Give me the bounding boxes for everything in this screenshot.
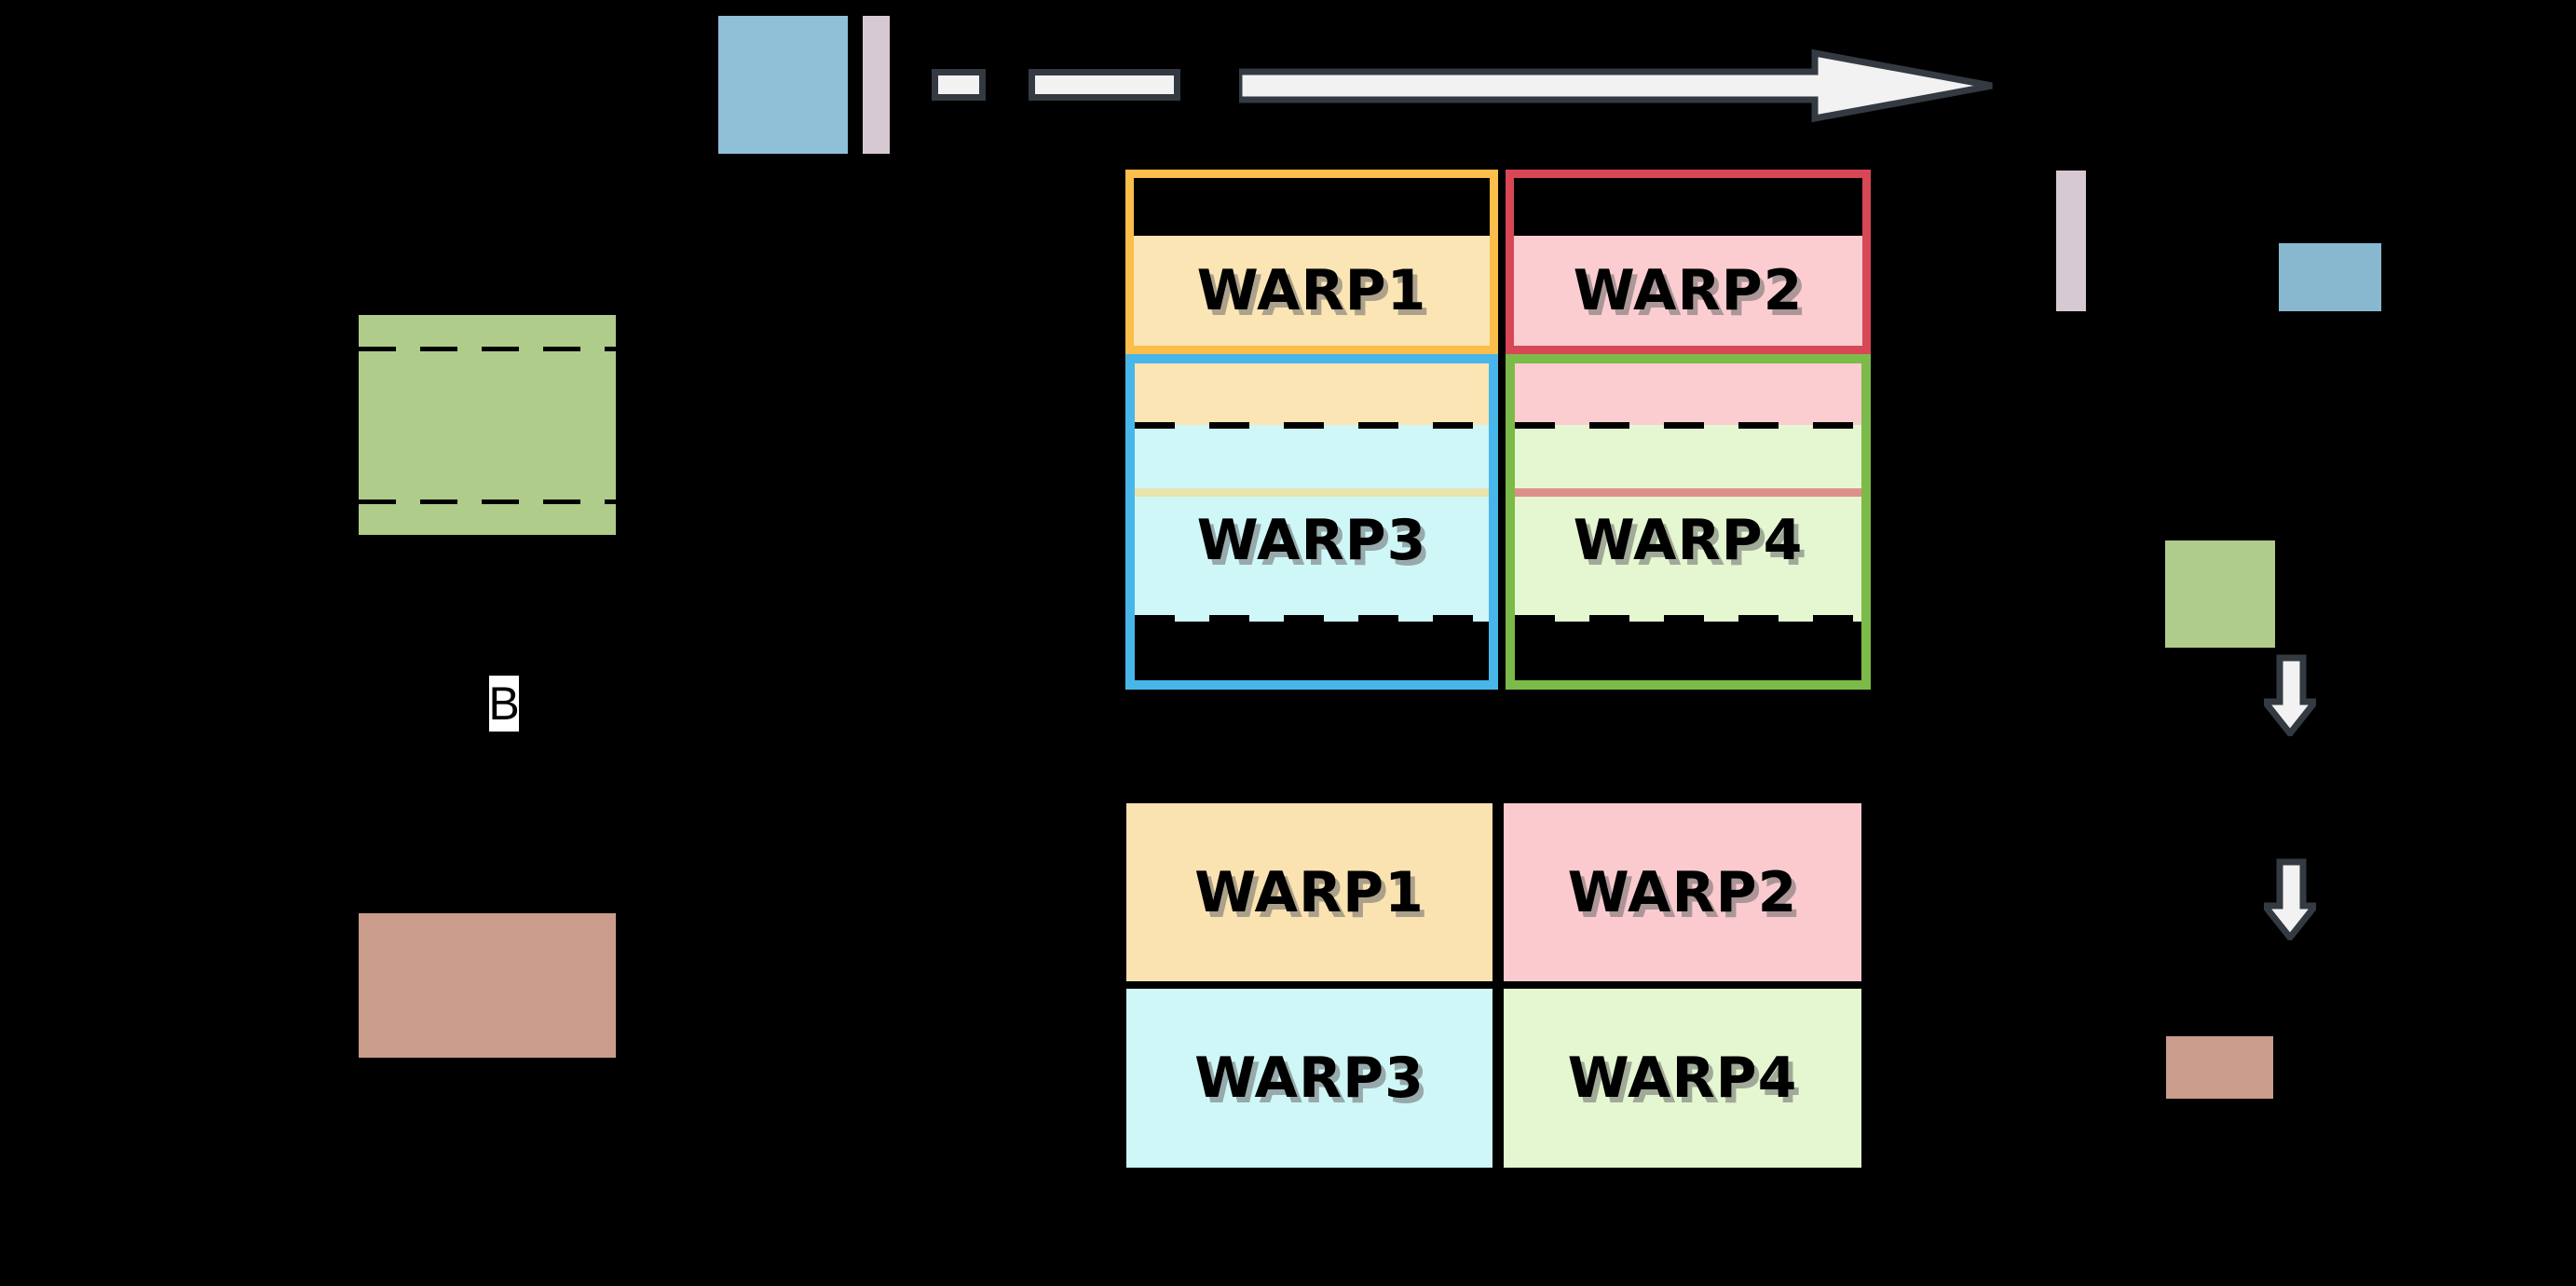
warp1-label-top: WARP1 (1196, 258, 1427, 323)
warp2-computed-fill: WARP2 (1514, 236, 1862, 346)
green-tile-right (2165, 540, 2275, 648)
brown-result-block-right (2166, 1036, 2273, 1099)
right-arrow-icon (1239, 47, 1998, 125)
warp4-dashed-cut-bottom (1515, 615, 1861, 622)
warp1-result-cell: WARP1 (1126, 803, 1492, 981)
warp3-carryover-strip (1135, 363, 1489, 425)
warp4-label-bottom: WARP4 (1567, 1046, 1798, 1111)
cut-line-top (359, 347, 616, 351)
green-operand-block (359, 315, 616, 535)
cut-line-bottom (359, 499, 616, 504)
down-arrow-icon-2 (2264, 858, 2316, 940)
warp3-result-cell: WARP3 (1126, 989, 1492, 1168)
warp1-label-bottom: WARP1 (1194, 859, 1424, 925)
warp4-result-cell: WARP4 (1504, 989, 1861, 1168)
warp3-dashed-cut-top (1135, 422, 1489, 429)
warp4-tile-box: WARP4 (1506, 354, 1871, 690)
warp2-label-bottom: WARP2 (1567, 859, 1798, 925)
warp4-label-top: WARP4 (1573, 507, 1804, 573)
warp4-carryover-strip (1515, 363, 1861, 425)
blue-tile-top (718, 16, 848, 154)
blue-tile-right (2279, 243, 2381, 311)
matrix-b-text: B (488, 677, 520, 730)
arrow-dash-segment-1 (932, 69, 986, 101)
warp4-computed-fill: WARP4 (1515, 425, 1861, 622)
warp2-tile-box: WARP2 (1506, 170, 1871, 354)
warp4-accent-line (1515, 488, 1861, 497)
warp3-tile-box: WARP3 (1125, 354, 1498, 690)
warp3-accent-line (1135, 488, 1489, 497)
brown-result-block-left (359, 913, 616, 1058)
warp3-label-top: WARP3 (1196, 507, 1427, 573)
arrow-dash-segment-2 (1029, 69, 1180, 101)
pink-sliver-right (2056, 171, 2086, 311)
warp2-label-top: WARP2 (1573, 258, 1804, 323)
matrix-b-label: B (488, 676, 520, 732)
warp3-label-bottom: WARP3 (1194, 1046, 1424, 1111)
warp4-dashed-cut-top (1515, 422, 1861, 429)
warp3-computed-fill: WARP3 (1135, 425, 1489, 622)
pink-sliver-top (863, 16, 890, 154)
warp3-dashed-cut-bottom (1135, 615, 1489, 622)
warp1-computed-fill: WARP1 (1134, 236, 1490, 346)
down-arrow-icon-1 (2264, 654, 2316, 736)
warp1-tile-box: WARP1 (1125, 170, 1498, 354)
warp2-result-cell: WARP2 (1504, 803, 1861, 981)
